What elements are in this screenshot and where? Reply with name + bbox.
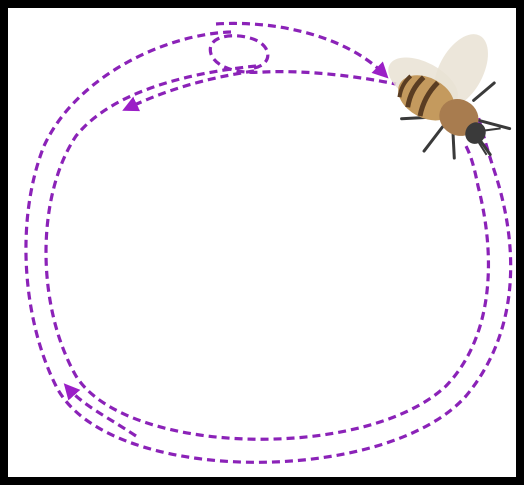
inner-dance-path [46,66,488,439]
bee-icon [361,16,524,182]
round-dance-diagram [16,16,524,485]
